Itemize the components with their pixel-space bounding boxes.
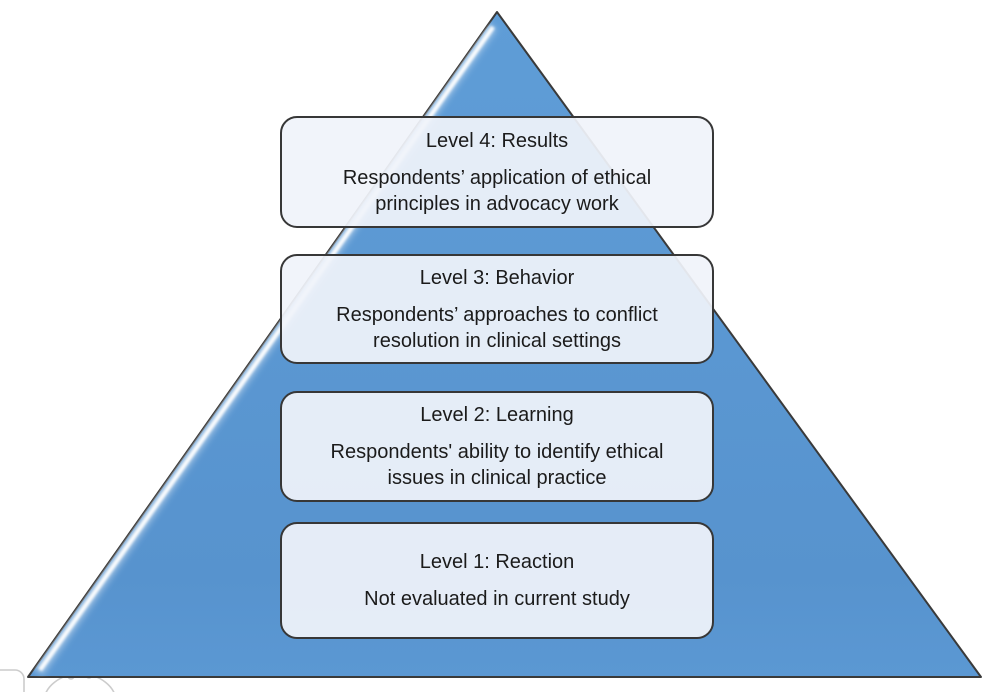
level-2-description: Respondents' ability to identify ethical… [330,441,664,489]
level-1-title: Level 1: Reaction [419,551,575,573]
level-2-title: Level 2: Learning [420,404,574,426]
level-3-title: Level 3: Behavior [419,266,575,289]
level-box-3: Level 3: Behavior Respondents’ approache… [280,254,714,364]
level-3-description: Respondents’ approaches to conflict reso… [336,303,658,352]
level-1-description: Not evaluated in current study [364,588,630,610]
level-4-description: Respondents’ application of ethical prin… [342,166,652,215]
level-box-4: Level 4: Results Respondents’ applicatio… [280,116,714,228]
level-box-1: Level 1: Reaction Not evaluated in curre… [280,522,714,639]
level-box-2: Level 2: Learning Respondents' ability t… [280,391,714,502]
level-4-title: Level 4: Results [425,129,569,152]
